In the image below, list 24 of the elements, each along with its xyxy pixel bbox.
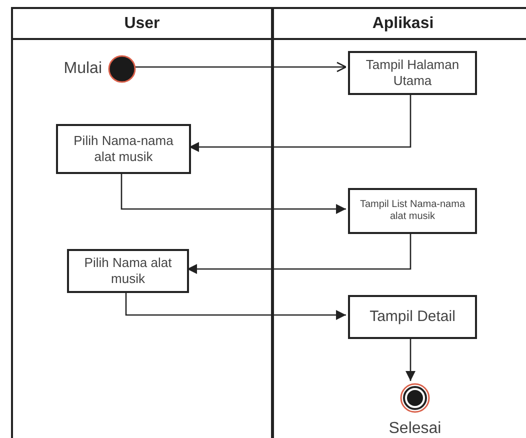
arrow	[187, 232, 412, 274]
activity-box	[348, 188, 477, 234]
arrow	[406, 337, 416, 381]
arrow	[125, 291, 346, 320]
swimlane	[11, 7, 273, 438]
activity-label: Tampil Halaman Utama	[364, 56, 460, 90]
arrow	[134, 62, 347, 72]
activity-box	[67, 249, 189, 293]
lane-title: User	[124, 14, 160, 34]
activity-label: Tampil List Nama-nama alat musik	[358, 198, 466, 224]
node-caption: Selesai	[388, 419, 442, 438]
activity-box	[348, 51, 477, 95]
node-caption: Mulai	[64, 59, 102, 79]
arrow	[120, 172, 346, 214]
activity-label: Pilih Nama alat musik	[83, 254, 173, 288]
activity-box	[56, 124, 191, 174]
lane-title: Aplikasi	[372, 14, 434, 34]
activity-label: Pilih Nama-nama alat musik	[72, 132, 174, 166]
swimlane	[272, 7, 526, 438]
start-node	[108, 55, 136, 83]
end-node	[400, 383, 430, 413]
activity-label: Tampil Detail	[370, 308, 456, 326]
arrow	[189, 93, 412, 152]
activity-box	[348, 295, 477, 339]
